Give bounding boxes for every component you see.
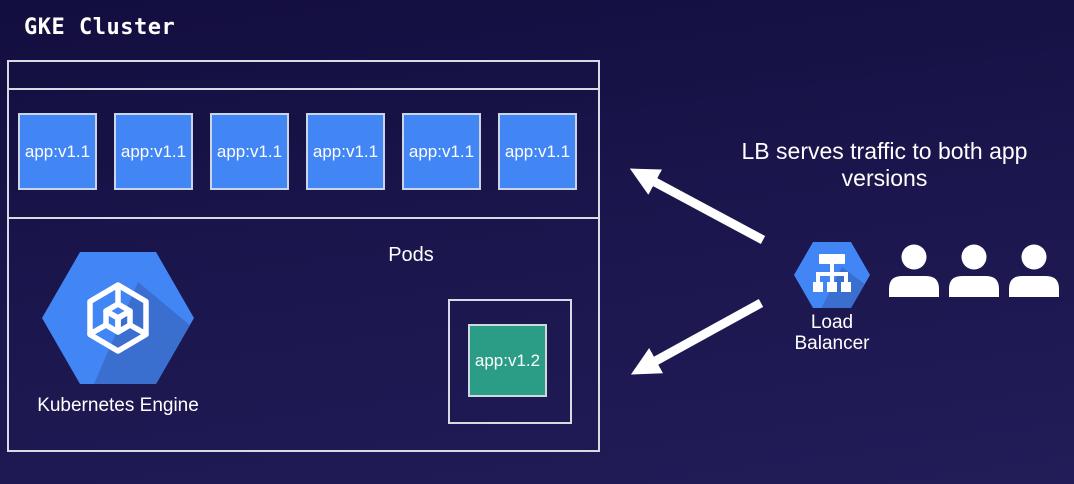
annotation-text: LB serves traffic to both app versions — [741, 138, 1028, 191]
user-icon — [1009, 244, 1059, 297]
page-title: GKE Cluster — [24, 15, 176, 40]
arrow-to-v2-pod — [630, 299, 764, 375]
pod-app-v1: app:v1.1 — [210, 113, 289, 190]
load-balancer-label: Load Balancer — [794, 312, 870, 355]
user-icon — [889, 244, 939, 297]
cluster-divider-bottom — [9, 217, 598, 219]
pod-app-v1: app:v1.1 — [402, 113, 481, 190]
pod-app-v1: app:v1.1 — [306, 113, 385, 190]
pods-row: app:v1.1 app:v1.1 app:v1.1 app:v1.1 app:… — [18, 113, 577, 190]
pod-app-v1: app:v1.1 — [498, 113, 577, 190]
cluster-divider-top — [9, 88, 598, 90]
user-icon — [949, 244, 999, 297]
kubernetes-engine-icon — [42, 252, 194, 384]
pod-app-v1: app:v1.1 — [18, 113, 97, 190]
load-balancer-icon — [794, 242, 870, 308]
gke-cluster-box — [7, 60, 600, 452]
pods-label: Pods — [388, 244, 434, 266]
load-balancer-glyph — [813, 254, 851, 292]
pod-app-v1: app:v1.1 — [114, 113, 193, 190]
new-pod-box — [448, 299, 572, 424]
pod-app-v2: app:v1.2 — [468, 324, 547, 397]
kubernetes-engine-label: Kubernetes Engine — [37, 395, 199, 416]
users-icon — [889, 244, 1059, 297]
